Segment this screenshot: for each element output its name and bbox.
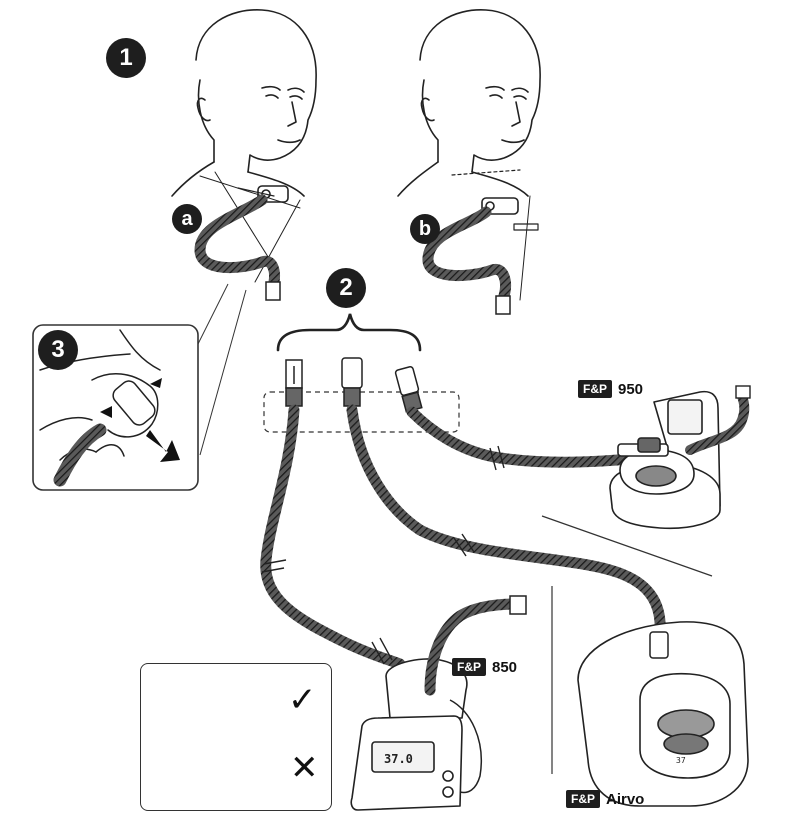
step-3-badge: 3 (38, 330, 78, 370)
squeeze-arrow-icon (100, 406, 112, 418)
patient-head-a (171, 9, 317, 283)
tube-to-950 (406, 406, 646, 468)
pull-down-arrow-icon (146, 430, 180, 462)
fp-950-port (735, 385, 751, 399)
tube-connector-b (495, 295, 511, 315)
connector-group-box (263, 391, 460, 433)
correct-check-icon: ✓ (288, 680, 317, 720)
fp-950-humidifier (609, 390, 721, 530)
fp-logo: F&P (566, 790, 600, 808)
fp-850-port (509, 595, 527, 615)
fp-850-display: 37.0 (384, 752, 413, 766)
fp-950-model: 950 (618, 380, 644, 398)
step-1-badge: 1 (106, 38, 146, 78)
fp-950-outlet-tube (685, 391, 750, 455)
incorrect-cross-icon: ✕ (290, 748, 319, 788)
squeeze-arrow-icon (150, 378, 162, 388)
tube-connector-a (265, 281, 281, 301)
airvo-display: 37 (676, 756, 686, 765)
step-2-badge: 2 (326, 268, 366, 308)
section-divider (541, 515, 713, 577)
fp-airvo-device (577, 621, 749, 807)
inset-tube (53, 423, 107, 487)
fp-airvo-label: F&P Airvo (566, 790, 644, 808)
breathing-tube-a (194, 194, 280, 288)
break-marks (261, 445, 505, 665)
tube-to-850 (260, 404, 406, 670)
fp-850-cable (449, 699, 482, 794)
connector-1 (285, 359, 303, 407)
callout-line (199, 289, 247, 456)
orientation-check-box (140, 663, 332, 811)
fp-950-label: F&P 950 (578, 380, 643, 398)
fp-logo: F&P (452, 658, 486, 676)
fp-850-label: F&P 850 (452, 658, 517, 676)
fp-airvo-inlet (649, 631, 669, 659)
grouping-brace (276, 313, 422, 352)
sub-step-b-badge: b (410, 214, 440, 244)
connector-3 (394, 366, 423, 413)
tube-to-airvo (346, 404, 666, 638)
fp-850-model: 850 (492, 658, 518, 676)
fp-airvo-model: Airvo (606, 790, 645, 808)
patient-head-b (397, 9, 541, 301)
connector-2 (341, 357, 363, 407)
callout-line (194, 283, 229, 351)
fp-850-outlet-tube (424, 598, 520, 696)
fp-850-humidifier (350, 658, 468, 811)
sub-step-a-badge: a (172, 204, 202, 234)
fp-logo: F&P (578, 380, 612, 398)
breathing-tube-b (422, 206, 511, 302)
